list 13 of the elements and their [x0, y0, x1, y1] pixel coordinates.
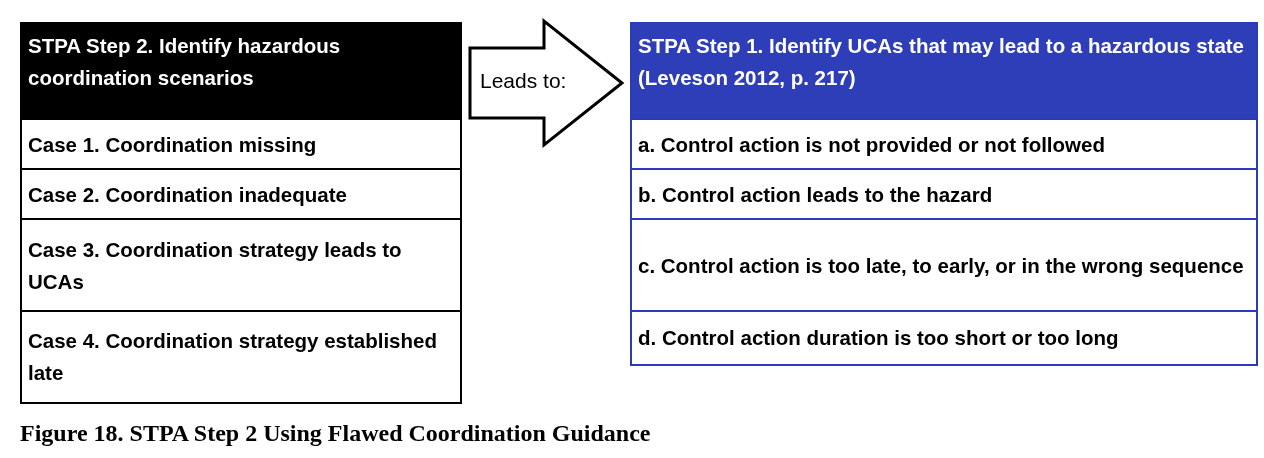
- row-text: Case 2. Coordination inadequate: [28, 182, 347, 208]
- table-heading: STPA Step 1. Identify UCAs that may lead to a hazardous state (Leveson 2012, p. 217): [638, 33, 1246, 91]
- row-text: Case 1. Coordination missing: [28, 132, 317, 158]
- row-text: Case 3. Coordination strategy leads to UCAs: [28, 237, 403, 295]
- row-text: a. Control action is not provided or not followed: [638, 132, 1105, 158]
- row-text: c. Control action is too late, to early, or in the wrong sequence: [638, 253, 1244, 279]
- row-text: Case 4. Coordination strategy established late: [28, 328, 438, 386]
- table-heading: STPA Step 2. Identify hazardous coordination scenarios: [28, 33, 342, 91]
- row-text: d. Control action duration is too short or too long: [638, 325, 1119, 351]
- table-box: [20, 22, 462, 404]
- figure-caption: Figure 18. STPA Step 2 Using Flawed Coordination Guidance: [20, 420, 651, 447]
- row-text: b. Control action leads to the hazard: [638, 182, 993, 208]
- table-box: [630, 22, 1258, 366]
